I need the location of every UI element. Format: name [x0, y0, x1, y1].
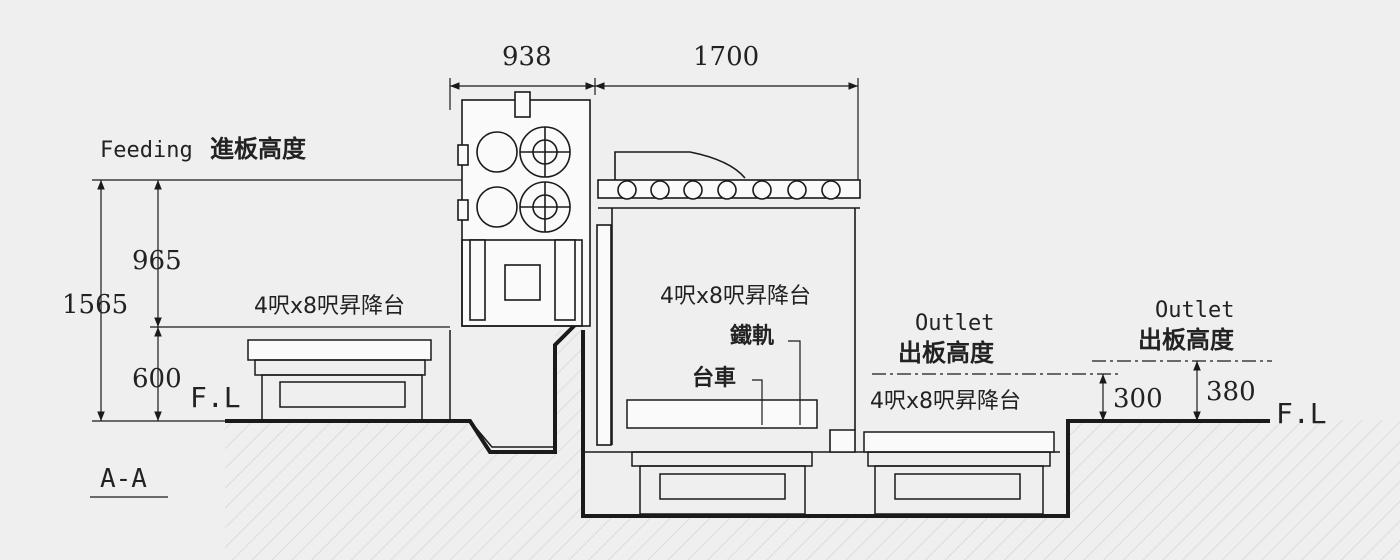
floor-level-left: F.L [190, 381, 241, 414]
feeding-label: Feeding [100, 138, 193, 163]
dim-1565: 1565 [62, 290, 129, 320]
lift-table-right-label: 4呎x8呎昇降台 [870, 389, 1022, 414]
dim-965: 965 [132, 246, 182, 276]
section-label: A-A [100, 464, 147, 494]
dim-938: 938 [502, 42, 552, 72]
lift-table-left-label: 4呎x8呎昇降台 [254, 294, 406, 319]
outlet-cjk-label-2: 出板高度 [1138, 326, 1234, 354]
lift-table-center-label: 4呎x8呎昇降台 [660, 284, 812, 309]
dim-380: 380 [1206, 377, 1256, 407]
dim-300: 300 [1113, 384, 1163, 414]
dimension-lines [90, 78, 1272, 498]
feeding-machine [457, 91, 591, 327]
outlet-cjk-label-1: 出板高度 [898, 339, 994, 367]
roller-conveyor [596, 151, 861, 453]
floor-line [225, 323, 1270, 518]
dim-1700: 1700 [693, 42, 760, 72]
rail-label: 鐵軌 [730, 324, 775, 349]
lift-table-center [626, 399, 818, 515]
outlet-label-2: Outlet [1155, 298, 1235, 323]
dim-600: 600 [132, 364, 182, 394]
ground-hatch [225, 330, 1400, 560]
floor-level-right: F.L [1276, 397, 1327, 430]
lift-table-right [863, 431, 1055, 515]
cart-label: 台車 [692, 366, 737, 391]
lift-table-left [247, 339, 432, 421]
outlet-label-1: Outlet [915, 311, 995, 336]
feeding-cjk-label: 進板高度 [210, 135, 306, 163]
